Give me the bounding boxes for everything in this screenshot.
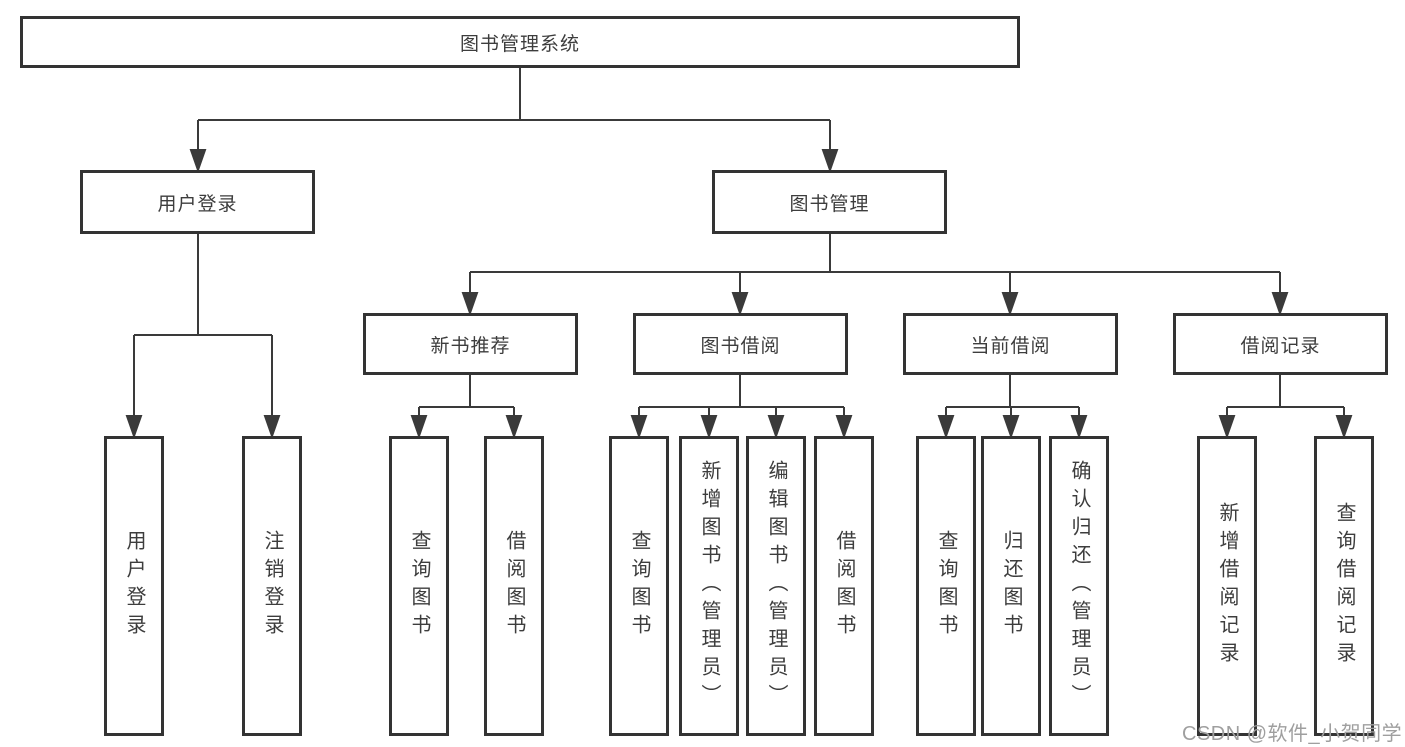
node-new-book-recommend: 新书推荐 — [363, 313, 578, 375]
leaf-label: 借阅图书 — [833, 530, 855, 642]
leaf-label: 查询图书 — [628, 530, 650, 642]
leaf-edit-books-admin: 编辑图书（管理员） — [746, 436, 806, 736]
leaf-borrow-books-recommend: 借阅图书 — [484, 436, 544, 736]
leaf-label: 新增借阅记录 — [1216, 502, 1238, 670]
node-book-management: 图书管理 — [712, 170, 947, 234]
node-label: 新书推荐 — [430, 335, 511, 357]
leaf-query-books-current: 查询图书 — [916, 436, 976, 736]
node-label: 用户登录 — [157, 193, 238, 215]
leaf-logout: 注销登录 — [242, 436, 302, 736]
csdn-watermark: CSDN @软件_小贺同学 — [1182, 723, 1403, 745]
leaf-add-borrow-record: 新增借阅记录 — [1197, 436, 1257, 736]
leaf-label: 查询借阅记录 — [1333, 502, 1355, 670]
node-library-management-system: 图书管理系统 — [20, 16, 1020, 68]
node-book-borrowing: 图书借阅 — [633, 313, 848, 375]
leaf-label: 查询图书 — [408, 530, 430, 642]
leaf-label: 新增图书（管理员） — [698, 460, 720, 712]
leaf-add-books-admin: 新增图书（管理员） — [679, 436, 739, 736]
node-label: 借阅记录 — [1240, 335, 1321, 357]
node-label: 图书管理 — [789, 193, 870, 215]
leaf-label: 归还图书 — [1000, 530, 1022, 642]
node-current-borrowing: 当前借阅 — [903, 313, 1118, 375]
leaf-label: 查询图书 — [935, 530, 957, 642]
node-label: 图书借阅 — [700, 335, 781, 357]
leaf-user-login: 用户登录 — [104, 436, 164, 736]
leaf-confirm-return-admin: 确认归还（管理员） — [1049, 436, 1109, 736]
leaf-return-books: 归还图书 — [981, 436, 1041, 736]
node-label: 图书管理系统 — [459, 33, 580, 55]
leaf-label: 编辑图书（管理员） — [765, 460, 787, 712]
leaf-query-books-borrowing: 查询图书 — [609, 436, 669, 736]
leaf-query-books-recommend: 查询图书 — [389, 436, 449, 736]
leaf-label: 注销登录 — [261, 530, 283, 642]
node-label: 当前借阅 — [970, 335, 1051, 357]
node-user-login: 用户登录 — [80, 170, 315, 234]
leaf-label: 确认归还（管理员） — [1068, 460, 1090, 712]
leaf-borrow-books: 借阅图书 — [814, 436, 874, 736]
leaf-query-borrow-record: 查询借阅记录 — [1314, 436, 1374, 736]
leaf-label: 借阅图书 — [503, 530, 525, 642]
node-borrowing-records: 借阅记录 — [1173, 313, 1388, 375]
leaf-label: 用户登录 — [123, 530, 145, 642]
